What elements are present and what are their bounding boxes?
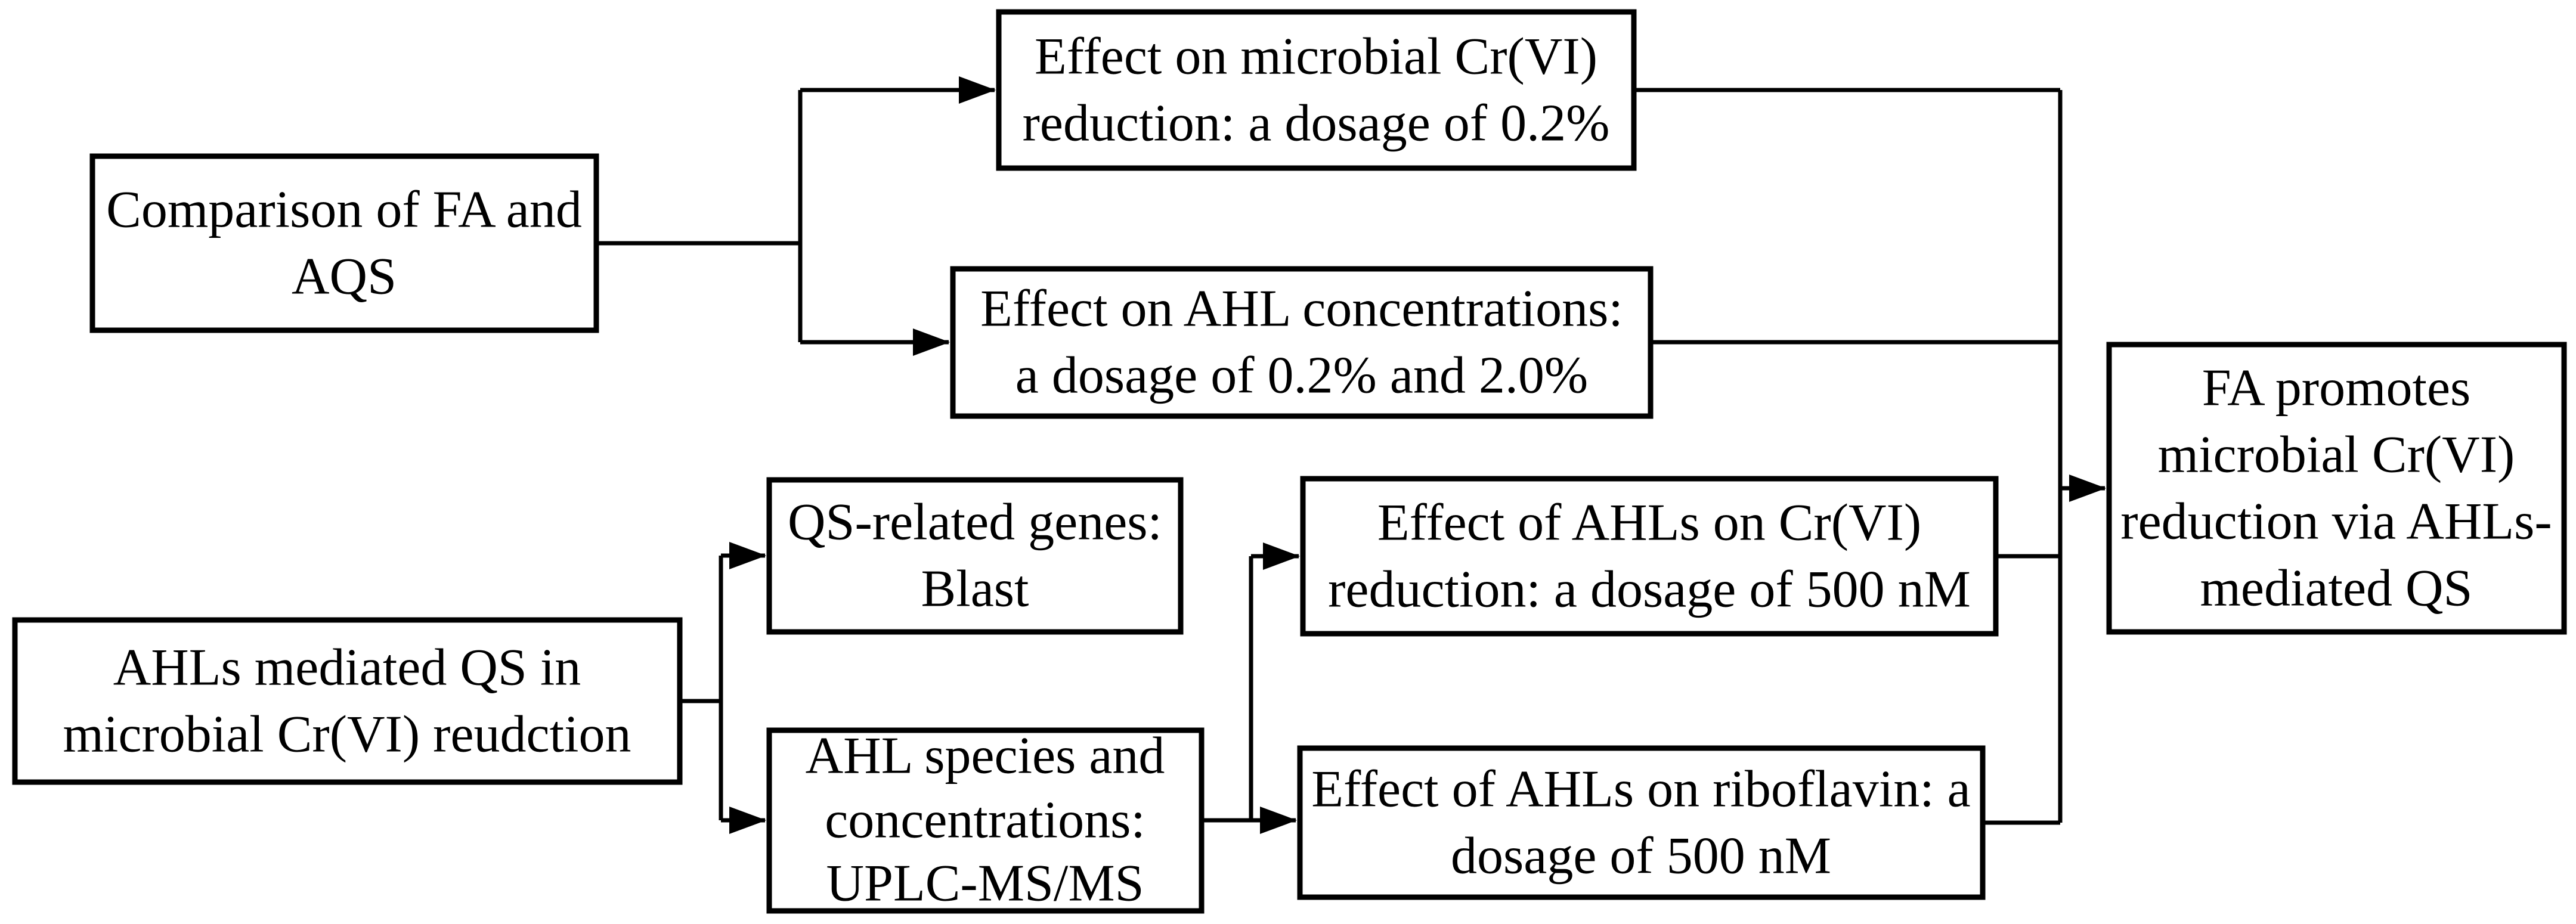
box-label-line: reduction: a dosage of 500 nM	[1328, 561, 1971, 619]
flowchart-node	[12, 617, 683, 785]
flowchart-node	[89, 153, 599, 333]
box-label-line: AHLs mediated QS in	[113, 639, 581, 697]
flowchart-node	[766, 727, 1205, 914]
flowchart-node	[1300, 476, 1999, 637]
box-label-line: UPLC-MS/MS	[826, 855, 1144, 913]
flowchart-node	[1297, 745, 1986, 900]
box-label-line: reduction via AHLs-	[2120, 493, 2552, 551]
box-label-line: AHL species and	[806, 727, 1165, 785]
flowchart-node	[766, 477, 1184, 635]
box-label-line: Comparison of FA and	[106, 181, 582, 239]
flowchart-node	[2106, 342, 2567, 635]
box-label-line: microbial Cr(VI)	[2158, 426, 2515, 484]
box-label-line: FA promotes	[2202, 359, 2471, 417]
box-label-line: Effect on AHL concentrations:	[980, 280, 1623, 338]
box-label-line: dosage of 500 nM	[1451, 827, 1831, 885]
box-label-line: QS-related genes:	[788, 494, 1162, 551]
flowchart-node	[996, 9, 1637, 171]
box-label-line: Effect on microbial Cr(VI)	[1035, 28, 1597, 86]
box-label-line: Effect of AHLs on Cr(VI)	[1377, 494, 1921, 552]
box-label-line: reduction: a dosage of 0.2%	[1023, 95, 1610, 153]
flowchart-box-comparison-fa-aqs: Comparison of FA and AQS	[89, 153, 599, 333]
flowchart-box-effect-ahls-cr-reduction: Effect of AHLs on Cr(VI) reduction: a do…	[1300, 476, 1999, 637]
flowchart-box-ahl-species-concentrations: AHL species and concentrations: UPLC-MS/…	[766, 727, 1205, 914]
flowchart-box-effect-microbial-cr-reduction: Effect on microbial Cr(VI) reduction: a …	[996, 9, 1637, 171]
flowchart-box-effect-ahl-concentrations: Effect on AHL concentrations: a dosage o…	[950, 266, 1654, 419]
flowchart-box-conclusion: FA promotes microbial Cr(VI) reduction v…	[2106, 342, 2567, 635]
flowchart-box-ahls-mediated-qs: AHLs mediated QS in microbial Cr(VI) reu…	[12, 617, 683, 785]
box-label-line: AQS	[292, 248, 397, 306]
flowchart-box-qs-related-genes: QS-related genes: Blast	[766, 477, 1184, 635]
box-label-line: a dosage of 0.2% and 2.0%	[1015, 347, 1588, 405]
connectors	[596, 76, 2106, 834]
box-label-line: concentrations:	[825, 792, 1145, 849]
box-label-line: Blast	[921, 560, 1029, 618]
box-label-line: Effect of AHLs on riboflavin: a	[1311, 761, 1970, 818]
flowchart-node	[950, 266, 1654, 419]
flowchart-box-effect-ahls-riboflavin: Effect of AHLs on riboflavin: a dosage o…	[1297, 745, 1986, 900]
box-label-line: microbial Cr(VI) reudction	[63, 706, 631, 764]
box-label-line: mediated QS	[2200, 560, 2472, 618]
